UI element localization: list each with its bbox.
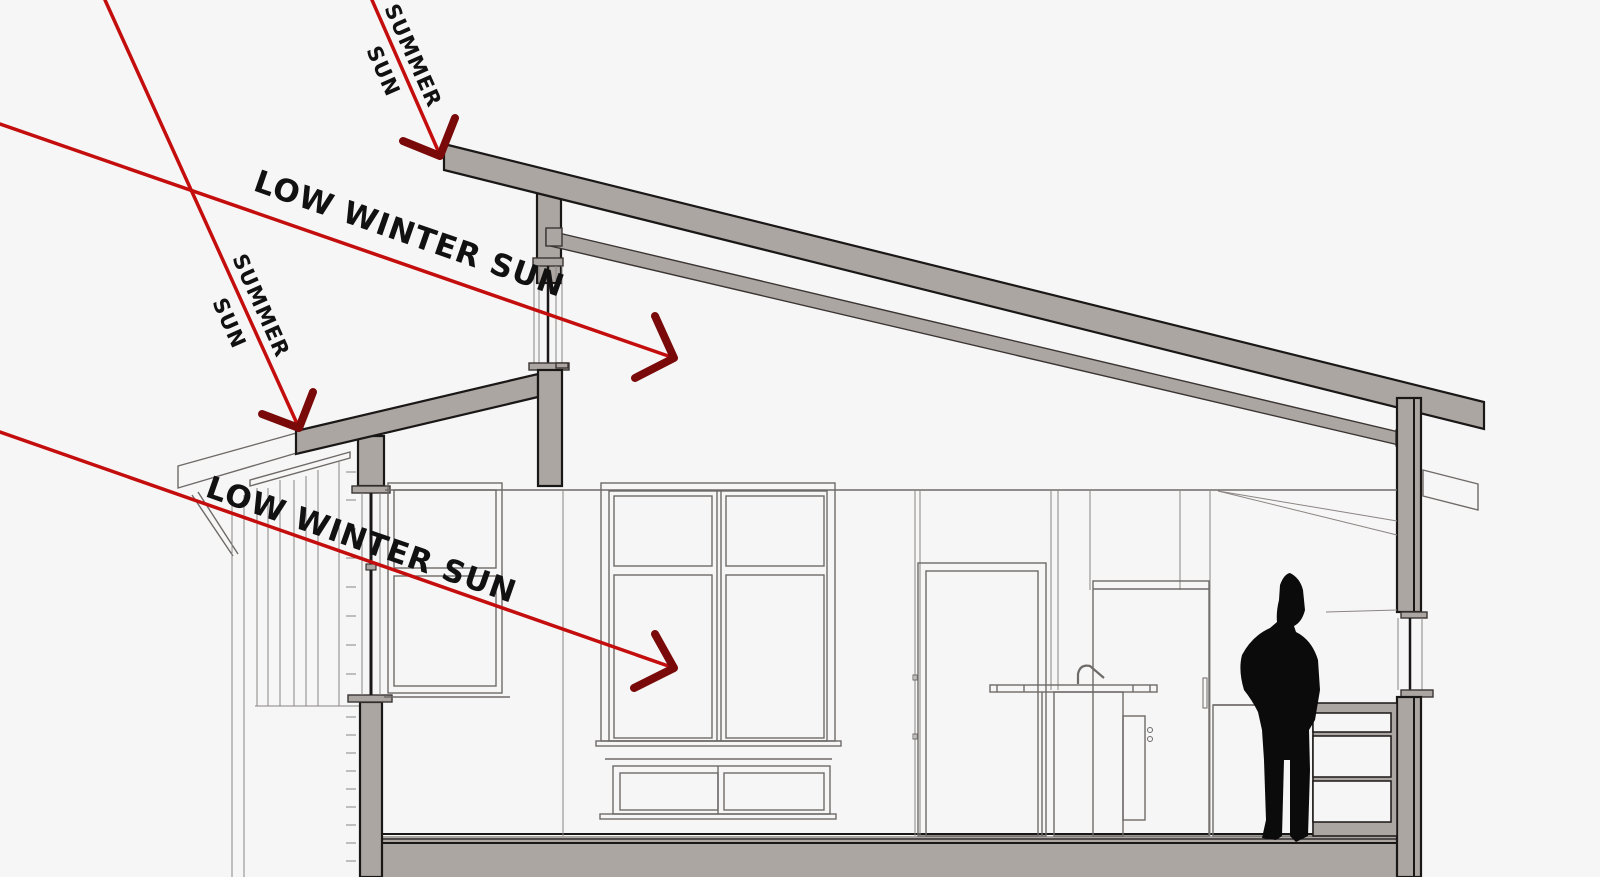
person-silhouette bbox=[1240, 573, 1320, 842]
left-side-window bbox=[384, 482, 510, 698]
window-seat bbox=[599, 758, 837, 820]
upper-roof-beam bbox=[545, 227, 1404, 447]
interior-door bbox=[912, 562, 1047, 837]
winter-sun-upper-ray bbox=[0, 122, 678, 382]
label-summer-sun-lower: SUMMER SUN bbox=[207, 250, 294, 361]
winter-sun-lower-ray bbox=[0, 430, 678, 692]
rear-wall-column bbox=[1395, 396, 1434, 877]
summer-sun-lower-ray bbox=[103, 0, 317, 432]
upper-roof bbox=[442, 142, 1486, 431]
drawer-unit bbox=[1212, 702, 1398, 837]
kitchen-island bbox=[989, 684, 1158, 837]
summer-sun-upper-ray bbox=[370, 0, 459, 160]
label-summer-sun-upper: SUMMER SUN bbox=[361, 0, 446, 111]
rear-eave bbox=[1422, 469, 1479, 511]
main-window bbox=[595, 482, 842, 747]
rear-shelf-line bbox=[1325, 609, 1398, 613]
interior-ceiling-lines bbox=[385, 489, 1398, 836]
left-exterior-wall bbox=[177, 431, 362, 877]
fridge-cabinet bbox=[1092, 580, 1210, 837]
left-wall-column bbox=[347, 434, 393, 877]
lower-roof bbox=[294, 372, 540, 456]
label-summer-lower-line2: SUN bbox=[207, 294, 250, 352]
kitchen-tap-icon bbox=[1076, 664, 1105, 684]
floor-slab bbox=[362, 833, 1412, 877]
